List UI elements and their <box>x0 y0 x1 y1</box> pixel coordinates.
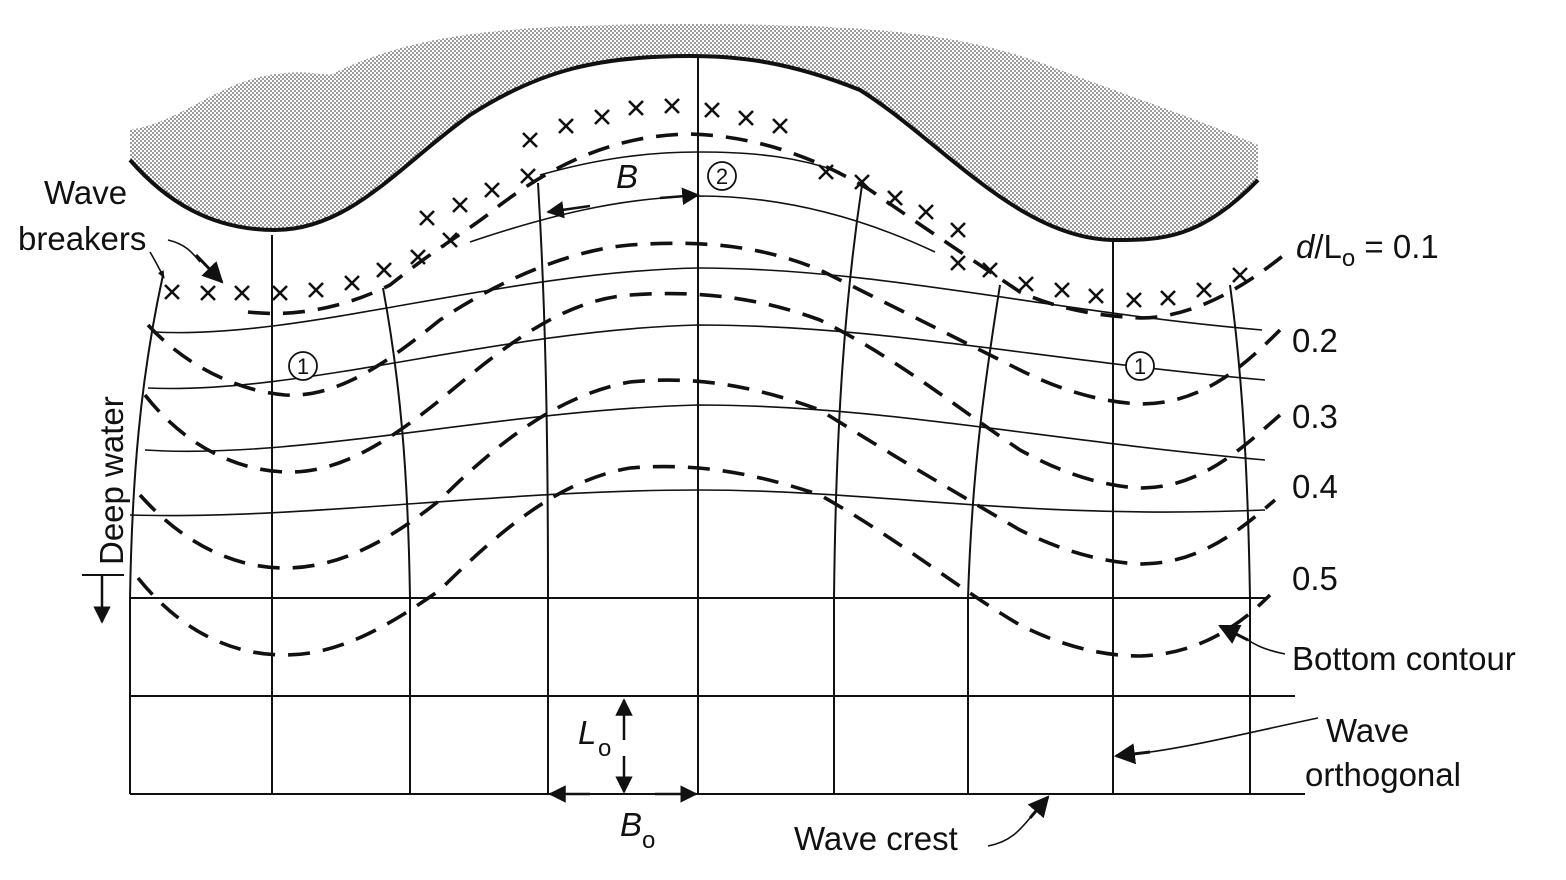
breaker-x-mark <box>452 197 468 213</box>
marker-2-label: 2 <box>716 164 728 189</box>
wave-breakers-label-line1: Wave <box>44 174 127 211</box>
contour-0.1 <box>247 132 1292 320</box>
breaker-x-mark <box>818 164 834 180</box>
contour-0.5 <box>136 464 1272 658</box>
breaker-x-mark <box>1160 290 1176 306</box>
bottom-contour-callout: Bottom contour <box>1218 624 1516 677</box>
Lo-dimension: L o <box>578 698 633 794</box>
contour-label-0.5: 0.5 <box>1292 560 1338 597</box>
breaker-x-mark <box>484 182 500 198</box>
breaker-x-mark <box>1126 292 1142 308</box>
breaker-x-mark <box>522 132 538 148</box>
breaker-x-mark <box>950 222 966 238</box>
breaker-x-mark <box>272 285 288 301</box>
breaker-x-mark <box>1018 276 1034 292</box>
marker-1-right-label: 1 <box>1134 354 1146 379</box>
breaker-x-mark <box>200 285 216 301</box>
B-label: B <box>616 158 638 195</box>
Bo-subscript: o <box>642 827 655 854</box>
B-dimension: B <box>546 158 700 219</box>
Bo-label: B <box>620 806 642 843</box>
breaker-x-mark <box>234 285 250 301</box>
wave-crest-label: Wave crest <box>794 820 958 857</box>
shoreline <box>128 53 1260 243</box>
breaker-x-mark <box>772 118 788 134</box>
breaker-x-mark <box>594 109 610 125</box>
marker-1-right: 1 <box>1125 351 1155 381</box>
breaker-x-mark <box>1232 267 1248 283</box>
breaker-x-mark <box>376 262 392 278</box>
wave-breaker-marks <box>164 98 1248 308</box>
Lo-label: L <box>578 714 596 751</box>
breaker-x-mark <box>982 262 998 278</box>
breaker-x-mark <box>918 204 934 220</box>
breaker-x-mark <box>419 210 435 226</box>
deep-water-callout: Deep water <box>82 396 130 624</box>
contour-0.2 <box>146 241 1282 406</box>
breaker-x-mark <box>308 282 324 298</box>
deep-water-grid <box>129 597 1305 795</box>
bottom-contours <box>136 132 1292 658</box>
breaker-x-mark <box>1054 282 1070 298</box>
breaker-x-mark <box>628 100 644 116</box>
marker-2: 2 <box>707 161 737 191</box>
contour-label-0.2: 0.2 <box>1292 322 1338 359</box>
breaker-x-mark <box>442 232 458 248</box>
wave-orthogonals <box>129 56 1251 599</box>
bottom-contour-label: Bottom contour <box>1292 640 1516 677</box>
wave-orthogonal-label-line2: orthogonal <box>1305 756 1461 793</box>
contour-label-0.4: 0.4 <box>1292 468 1338 505</box>
deep-water-label: Deep water <box>93 396 130 565</box>
wave-breakers-callout: Wave breakers <box>18 174 224 284</box>
contour-labels: d/Lo = 0.1 0.2 0.3 0.4 0.5 <box>1292 228 1439 597</box>
breaker-x-mark <box>738 110 754 126</box>
breaker-x-mark <box>664 98 680 114</box>
ratio-label: d/Lo = 0.1 <box>1296 228 1439 272</box>
breaker-x-mark <box>344 275 360 291</box>
land-area <box>130 24 1258 240</box>
Lo-subscript: o <box>598 735 611 762</box>
breaker-x-mark <box>1196 282 1212 298</box>
breaker-x-mark <box>558 118 574 134</box>
breaker-x-mark <box>1088 288 1104 304</box>
breaker-x-mark <box>887 190 903 206</box>
breaker-x-mark <box>164 284 180 300</box>
wave-crest-callout: Wave crest <box>794 795 1050 857</box>
contour-0.4 <box>138 378 1277 570</box>
wave-breakers-label-line2: breakers <box>18 220 146 257</box>
contour-label-0.3: 0.3 <box>1292 398 1338 435</box>
breaker-x-mark <box>520 168 536 184</box>
breaker-x-mark <box>854 174 870 190</box>
wave-orthogonal-label-line1: Wave <box>1326 712 1409 749</box>
contour-0.3 <box>143 291 1282 490</box>
Bo-dimension: B o <box>548 785 698 854</box>
wave-orthogonal-callout: Wave orthogonal <box>1113 712 1461 793</box>
breaker-x-mark <box>950 255 966 271</box>
breaker-x-mark <box>704 102 720 118</box>
breaker-x-mark <box>410 249 426 265</box>
marker-1-left: 1 <box>288 351 318 381</box>
marker-1-left-label: 1 <box>297 354 309 379</box>
